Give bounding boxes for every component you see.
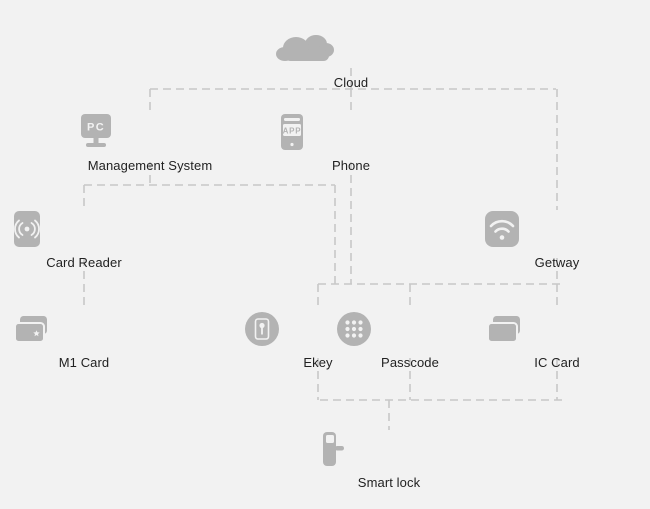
pc-monitor-icon: PC [75, 113, 225, 153]
node-label: Management System [87, 158, 213, 173]
keypad-dots-icon [335, 310, 485, 350]
node-smart-lock[interactable]: Smart lock [314, 430, 464, 490]
ekey-icon [243, 310, 393, 350]
node-label: Getway [534, 255, 580, 270]
node-getway[interactable]: Getway [482, 210, 632, 270]
node-label: M1 Card [58, 355, 110, 370]
nfc-reader-icon [9, 210, 159, 250]
node-ic-card[interactable]: IC Card [482, 310, 632, 370]
wifi-icon [482, 210, 632, 250]
svg-text:PC: PC [87, 122, 105, 134]
node-label: Card Reader [46, 255, 122, 270]
node-label: Passcode [381, 355, 439, 370]
node-label: Phone [331, 158, 371, 173]
node-m1-card[interactable]: M1 Card [9, 310, 159, 370]
svg-text:APP: APP [283, 127, 302, 136]
node-label: Smart lock [357, 475, 421, 490]
smartphone-app-icon: APP [276, 113, 426, 153]
door-lock-icon [314, 430, 464, 470]
node-label: Cloud [333, 75, 369, 90]
node-label: Ekey [303, 355, 333, 370]
node-label: IC Card [534, 355, 580, 370]
cloud-icon [276, 30, 426, 70]
ic-card-icon [482, 310, 632, 350]
node-management-system[interactable]: PC Management System [75, 113, 225, 173]
node-passcode[interactable]: Passcode [335, 310, 485, 370]
m1-card-icon [9, 310, 159, 350]
node-phone[interactable]: APP Phone [276, 113, 426, 173]
node-card-reader[interactable]: Card Reader [9, 210, 159, 270]
node-cloud[interactable]: Cloud [276, 30, 426, 90]
node-ekey[interactable]: Ekey [243, 310, 393, 370]
